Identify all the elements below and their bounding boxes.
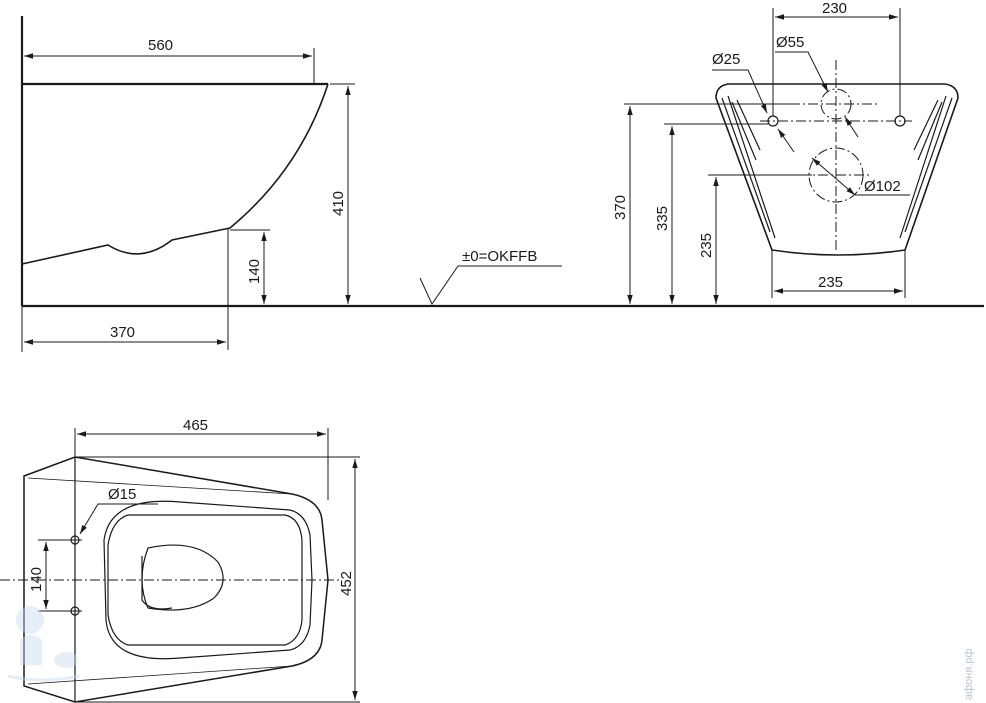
dim-230-label: 230: [822, 0, 847, 17]
dim-140-top: 140: [28, 539, 70, 612]
dim-d55: Ø55: [775, 34, 859, 138]
dim-560: 560: [24, 37, 315, 84]
dim-335: 335: [654, 123, 768, 304]
bowl-side-outline: [21, 82, 329, 265]
inlet-holes: [760, 60, 912, 250]
side-view: 560 410 140 370: [20, 16, 984, 352]
dim-465: 465: [74, 417, 329, 500]
watermark-text: aфоня.рф: [963, 648, 975, 700]
dim-370-side-label: 370: [110, 324, 135, 341]
dim-452-label: 452: [338, 571, 355, 596]
bowl-front-outline: [715, 83, 959, 256]
dim-d55-label: Ø55: [776, 34, 804, 51]
watermark-logo: [7, 606, 81, 682]
bowl-top-outline: [23, 456, 329, 703]
dim-370-front-label: 370: [612, 195, 629, 220]
dim-d15: Ø15: [79, 486, 158, 535]
dim-370-side: 370: [21, 228, 229, 352]
dim-d25: Ø25: [712, 51, 795, 153]
mount-holes: [68, 533, 82, 618]
dim-235-width: 235: [771, 250, 906, 298]
dim-140-side: 140: [230, 229, 270, 304]
dim-d102-label: Ø102: [864, 178, 901, 195]
dim-140-side-label: 140: [246, 259, 263, 284]
dim-235-width-label: 235: [818, 274, 843, 291]
front-view: 230 Ø55 Ø25 Ø102 370 335: [612, 0, 959, 304]
dim-235-height: 235: [698, 174, 812, 304]
floor-reference-label: ±0=OKFFB: [462, 248, 537, 265]
dim-230: 230: [772, 0, 901, 116]
dim-560-label: 560: [148, 37, 173, 54]
dim-d15-label: Ø15: [108, 486, 136, 503]
dim-370-front: 370: [612, 103, 790, 304]
dim-335-label: 335: [654, 206, 671, 231]
dim-140-top-label: 140: [28, 567, 45, 592]
dim-410-label: 410: [330, 191, 347, 216]
dim-410: 410: [330, 83, 355, 304]
top-view: 465 452 Ø15 140: [0, 417, 360, 703]
dim-465-label: 465: [183, 417, 208, 434]
dim-d102: Ø102: [811, 157, 910, 196]
floor-reference: ±0=OKFFB: [419, 248, 562, 306]
dim-235-height-label: 235: [698, 233, 715, 258]
dim-452: 452: [75, 456, 360, 703]
dim-d25-label: Ø25: [712, 51, 740, 68]
